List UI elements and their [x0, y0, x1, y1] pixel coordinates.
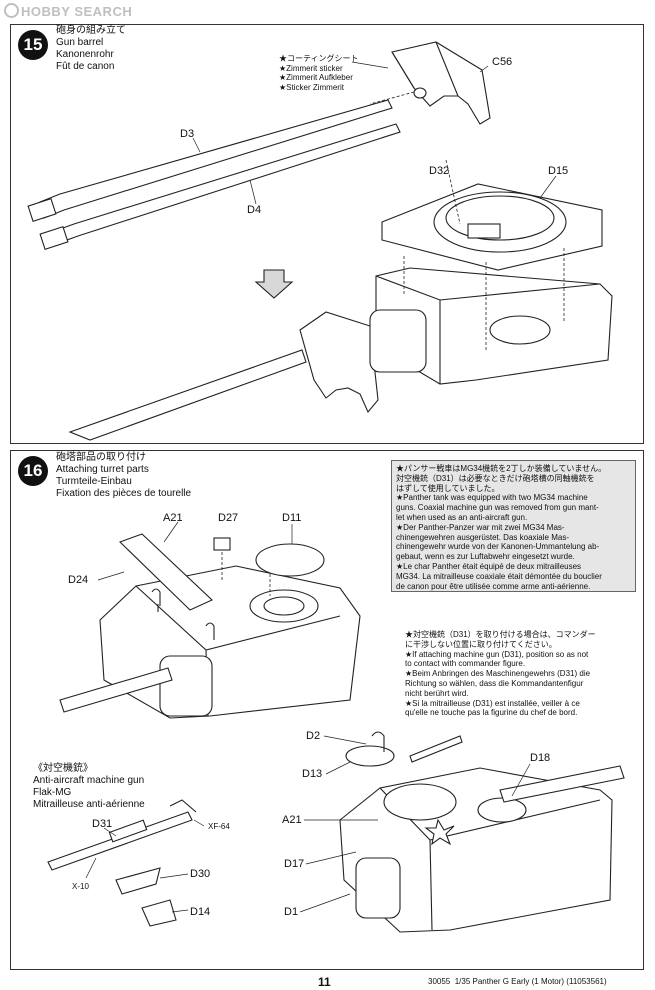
aa-mount-d30: [115, 867, 161, 895]
part-label-d27: D27: [218, 512, 239, 524]
aa-gun-sight: [169, 799, 197, 813]
part-label-d13: D13: [302, 768, 323, 780]
logo-ring-icon: [4, 3, 19, 18]
x10-leader: [85, 857, 97, 879]
part-label-d32: D32: [429, 165, 450, 177]
muzzle-brake-d4: [39, 225, 69, 251]
page-number: 11: [318, 975, 331, 989]
step-15-number: 15: [18, 30, 48, 60]
mounted-aa-gun: [409, 735, 463, 763]
part-label-a21: A21: [163, 512, 183, 524]
d4-leader: [249, 179, 257, 205]
part-label-d2: D2: [306, 730, 321, 742]
step-15-panel: [10, 24, 644, 444]
d17-leader: [305, 851, 357, 865]
aa-gun-heading: 《対空機銃》 Anti-aircraft machine gun Flak-MG…: [33, 763, 145, 810]
turret-ring-inner: [445, 195, 555, 241]
upper-turret-barrel: [59, 667, 173, 713]
step-15-title: 砲身の組み立て Gun barrel Kanonenrohr Fût de ca…: [56, 25, 126, 72]
d1-leader: [299, 893, 351, 913]
sticker-leader: [351, 61, 389, 69]
part-label-d3: D3: [180, 128, 195, 140]
muzzle-brake-d3: [27, 197, 57, 223]
d30-leader: [159, 873, 189, 879]
part-label-d14: D14: [190, 906, 211, 918]
watermark-logo: HOBBY SEARCH: [4, 3, 132, 19]
cupola-base: [249, 589, 319, 623]
a21-leader: [163, 521, 179, 543]
a21-hook-1: [151, 588, 161, 612]
mantlet-c56-bore: [413, 87, 427, 99]
aa-gun-d31: [47, 811, 193, 871]
barrel-assembled: [68, 349, 307, 441]
part-label-d30: D30: [190, 868, 211, 880]
lower-hatch-opening: [477, 797, 527, 823]
d32-leader: [445, 159, 461, 225]
commander-clearance-note: ★対空機銃（D31）を取り付ける場合は、コマンダー に干渉しない位置に取り付けて…: [405, 630, 596, 718]
d18-leader: [511, 763, 531, 797]
aa-mount-d14: [141, 899, 177, 927]
turret-floor-opening: [489, 315, 551, 345]
mantlet-assembled: [299, 311, 379, 414]
xf64-leader: [193, 819, 205, 827]
turret-lock-part: [467, 223, 501, 239]
step-16-number: 16: [18, 456, 48, 486]
step-16-title: 砲塔部品の取り付け Attaching turret parts Turmtei…: [56, 452, 192, 499]
part-d27: [213, 537, 231, 551]
d13-leader: [325, 761, 351, 775]
turret-ring-d15: [433, 191, 567, 253]
step-arrow-icon: [254, 269, 294, 299]
cupola-ring-d11: [255, 543, 325, 577]
step-16-panel: [10, 450, 644, 970]
c56-leader: [479, 65, 489, 73]
part-label-d4: D4: [247, 204, 262, 216]
hatch-hinge-d2: [371, 731, 385, 752]
a21-hook-2: [205, 622, 215, 640]
part-label-d24: D24: [68, 574, 89, 586]
mantlet-c56: [391, 41, 491, 125]
d31-leader: [103, 827, 117, 837]
d2-leader: [323, 735, 367, 745]
d24-leader: [97, 571, 125, 581]
aa-gun-receiver: [108, 819, 148, 843]
part-label-c56: C56: [492, 56, 513, 68]
c56-guide-line: [369, 91, 415, 105]
part-label-d15: D15: [548, 165, 569, 177]
paint-label-x10: X-10: [72, 882, 89, 891]
upper-turret-mantlet: [159, 655, 213, 717]
zimmerit-sticker-note: ★コーティングシート ★Zimmerit sticker ★Zimmerit A…: [279, 54, 359, 92]
d3-leader: [192, 137, 201, 153]
product-code: 30055 1/35 Panther G Early (1 Motor) (11…: [428, 977, 607, 986]
mg34-notice-box: ★パンサー戦車はMG34機銃を2丁しか装備していません。 対空機銃（D31）は必…: [391, 460, 636, 592]
turret-mantlet-mount: [369, 309, 427, 373]
paint-label-xf64: XF-64: [208, 822, 230, 831]
mantlet-c56-edges: [391, 41, 459, 97]
turret-shell-edges: [375, 275, 601, 384]
cupola-base-inner: [263, 596, 305, 616]
star-marking-icon: [424, 818, 455, 846]
lower-turret-mantlet: [355, 857, 401, 919]
lower-cupola-ring: [383, 783, 457, 821]
stowage-bin-d24: [118, 533, 213, 611]
hatch-d13: [345, 745, 395, 767]
d15-leader: [539, 175, 557, 199]
part-label-a21-second: A21: [282, 814, 302, 826]
part-label-d17: D17: [284, 858, 305, 870]
d14-leader: [171, 909, 189, 913]
part-label-d31: D31: [92, 818, 113, 830]
part-label-d11: D11: [282, 512, 302, 524]
lower-turret-barrel: [499, 765, 625, 803]
part-label-d1: D1: [284, 906, 299, 918]
part-label-d18: D18: [530, 752, 551, 764]
